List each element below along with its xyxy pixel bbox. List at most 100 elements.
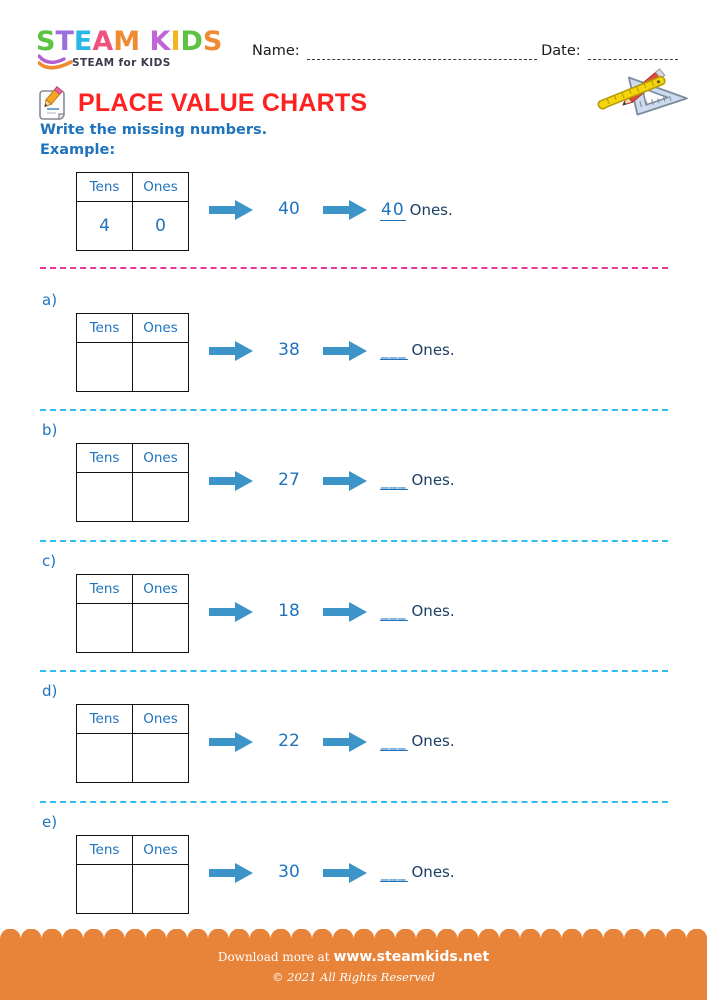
arrow-icon-1 [209,470,253,492]
value-cell-tens[interactable] [76,603,133,653]
value-cell-ones[interactable] [132,603,189,653]
steam-kids-logo: STEAM KIDS STEAM for KIDS [36,28,241,74]
logo-letter-5 [140,28,149,56]
answer-blank[interactable]: ___ [380,602,408,621]
footer-download-text: Download more at [217,950,330,964]
ones-label: Ones. [411,602,455,620]
divider-example [40,267,668,269]
page-header: STEAM KIDS STEAM for KIDS Name: Date: [0,0,707,78]
name-label: Name: [252,43,300,59]
example-label: Example: [40,142,116,158]
ones-label: Ones. [409,201,453,219]
answer-blank[interactable]: ___ [380,341,408,360]
scallop-edge [0,929,707,949]
answer-group: ___Ones. [380,863,455,882]
header-cell-ones: Ones [132,835,189,865]
value-cell-ones[interactable] [132,342,189,392]
divider-question-1 [40,540,668,542]
answer-group: ___Ones. [380,471,455,490]
row-letter: e) [42,813,58,831]
value-cell-tens[interactable] [76,342,133,392]
logo-letter-1: T [55,26,74,57]
header-cell-tens: Tens [76,443,133,473]
ones-label: Ones. [411,341,455,359]
title-row: PLACE VALUE CHARTS [36,84,367,122]
header-cell-tens: Tens [76,835,133,865]
logo-letter-9: S [202,26,223,57]
value-cell-ones[interactable] [132,733,189,783]
answer-blank[interactable]: 40 [380,200,406,221]
value-cell-ones[interactable] [132,864,189,914]
row-letter: c) [42,552,57,570]
number-value: 38 [278,340,300,360]
arrow-icon-2 [323,199,367,221]
arrow-icon-1 [209,601,253,623]
arrow-icon-2 [323,862,367,884]
divider-question-0 [40,409,668,411]
answer-blank[interactable]: ___ [380,863,408,882]
divider-question-3 [40,801,668,803]
footer-download-line: Download more at www.steamkids.net [0,949,707,965]
footer-copyright: © 2021 All Rights Reserved [271,970,435,984]
arrow-icon-1 [209,340,253,362]
value-cell-tens[interactable] [76,864,133,914]
number-value: 18 [278,601,300,621]
arrow-icon-2 [323,601,367,623]
logo-tagline: STEAM for KIDS [72,57,171,69]
arrow-icon-2 [323,470,367,492]
logo-letter-8: D [180,26,203,57]
page-footer: Download more at www.steamkids.net © 202… [0,929,707,1000]
logo-letter-0: S [36,26,56,57]
arrow-icon-1 [209,199,253,221]
instruction-text: Write the missing numbers. [40,122,268,138]
logo-letter-3: A [92,26,114,57]
value-cell-tens[interactable]: 4 [76,201,133,251]
footer-site-link[interactable]: www.steamkids.net [333,949,490,965]
arrow-icon-1 [209,731,253,753]
value-cell-ones[interactable]: 0 [132,201,189,251]
header-cell-tens: Tens [76,574,133,604]
header-cell-tens: Tens [76,313,133,343]
answer-group: ___Ones. [380,341,455,360]
answer-blank[interactable]: ___ [380,471,408,490]
logo-swoosh-icon [38,54,73,70]
logo-letter-4: M [113,26,141,57]
name-input-blank[interactable] [306,48,538,60]
ones-label: Ones. [411,863,455,881]
row-letter: a) [42,291,58,309]
header-cell-tens: Tens [76,704,133,734]
number-value: 22 [278,731,300,751]
value-cell-ones[interactable] [132,472,189,522]
divider-question-2 [40,670,668,672]
notepad-pencil-icon [39,86,65,120]
logo-letter-6: K [149,26,171,57]
header-cell-ones: Ones [132,313,189,343]
header-cell-ones: Ones [132,704,189,734]
header-cell-ones: Ones [132,443,189,473]
page-title: PLACE VALUE CHARTS [78,88,368,117]
logo-letter-7: I [170,26,181,57]
row-letter: d) [42,682,58,700]
value-cell-tens[interactable] [76,472,133,522]
ruler-pencil-triangle-icon [597,68,688,116]
answer-group: ___Ones. [380,732,455,751]
date-input-blank[interactable] [587,48,678,60]
logo-letter-2: E [73,26,93,57]
row-letter: b) [42,421,58,439]
value-cell-tens[interactable] [76,733,133,783]
header-cell-ones: Ones [132,172,189,202]
arrow-icon-1 [209,862,253,884]
number-value: 27 [278,470,300,490]
answer-group: ___Ones. [380,602,455,621]
header-cell-tens: Tens [76,172,133,202]
arrow-icon-2 [323,340,367,362]
answer-blank[interactable]: ___ [380,732,408,751]
